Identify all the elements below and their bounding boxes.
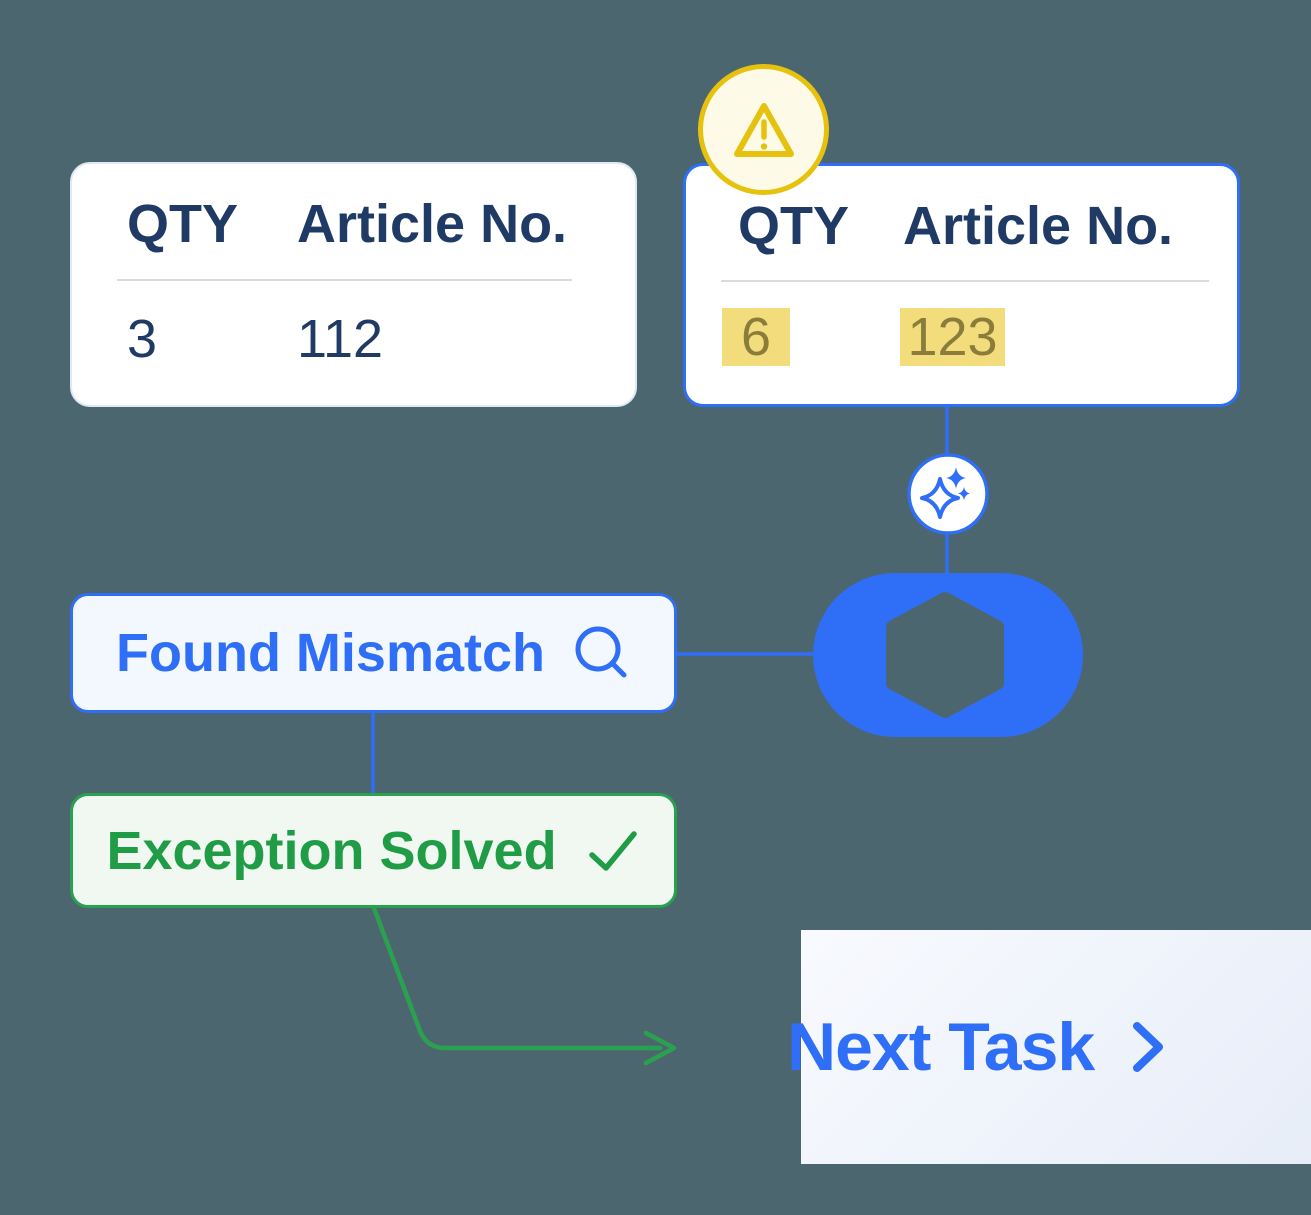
warning-icon xyxy=(733,102,794,157)
sparkle-icon xyxy=(920,467,970,519)
next-task-label: Next Task xyxy=(787,1009,1095,1085)
card-divider xyxy=(721,280,1209,282)
qty-header: QTY xyxy=(127,194,239,254)
exception-solved-label: Exception Solved xyxy=(106,820,557,881)
connector-solved-to-next xyxy=(371,905,663,1051)
qty-header: QTY xyxy=(738,196,850,256)
check-icon xyxy=(588,830,637,871)
exception-solved-step[interactable]: Exception Solved xyxy=(70,793,677,908)
qty-mismatch-highlight: 6 xyxy=(722,308,790,366)
next-task-button[interactable]: Next Task xyxy=(787,930,1311,1164)
sparkle-node-circle xyxy=(907,453,989,535)
scanned-order-card: QTY Article No. 6 123 xyxy=(683,163,1240,407)
article-no-header: Article No. xyxy=(903,196,1174,256)
search-icon xyxy=(575,626,627,678)
found-mismatch-step[interactable]: Found Mismatch xyxy=(70,593,677,713)
article-no-value: 112 xyxy=(297,309,384,369)
card-divider xyxy=(117,279,572,281)
article-mismatch-highlight: 123 xyxy=(900,308,1005,366)
found-mismatch-label: Found Mismatch xyxy=(116,623,545,683)
ai-process-node[interactable] xyxy=(813,573,1083,737)
qty-value: 3 xyxy=(127,309,158,369)
chevron-right-icon xyxy=(1133,1022,1164,1072)
arrowhead-icon xyxy=(643,1030,677,1066)
ai-sparkle-node xyxy=(907,453,989,535)
warning-badge xyxy=(698,64,829,195)
article-no-header: Article No. xyxy=(297,194,568,254)
hexagon-cutout xyxy=(886,592,1004,718)
ai-pill-shape xyxy=(813,573,1083,737)
expected-order-card: QTY Article No. 3 112 xyxy=(70,162,637,407)
